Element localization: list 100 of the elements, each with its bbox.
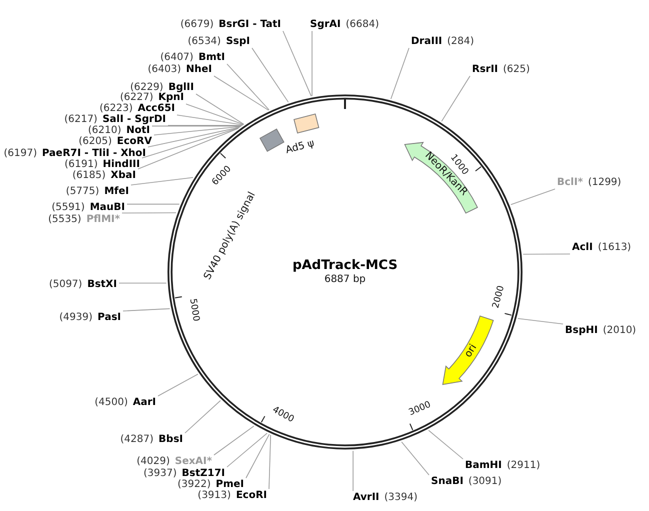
site-position: (6197) [4,148,37,159]
leader-line [184,400,221,434]
enzyme-name: BmtI [198,52,225,63]
site-position: (3922) [177,479,211,490]
leader-line [186,104,244,125]
leader-line [138,128,238,170]
plasmid-size: 6887 bp [324,274,366,285]
enzyme-name: AclI [572,242,593,253]
site-position: (6205) [78,136,112,147]
enzyme-name: MfeI [104,186,129,197]
enzyme-name: SgrAI [310,19,341,30]
enzyme-name: BspHI [565,325,598,336]
leader-line [246,434,270,478]
leader-line [154,126,242,136]
leader-line [122,308,170,312]
site-position: (6210) [88,125,122,136]
enzyme-name: EcoRI [236,490,267,501]
site-position: (2010) [602,325,636,336]
leader-line [176,114,244,126]
enzyme-name: BamHI [465,460,502,471]
site-position: (4287) [120,434,154,445]
enzyme-name: PflMI* [86,214,120,225]
site-position: (6223) [100,103,133,114]
enzyme-name: PaeR7I - TliI - XhoI [42,148,146,159]
leader-line [282,30,312,97]
site-position: (5775) [66,186,100,197]
site-position: (1299) [588,177,622,188]
leader-line [522,254,570,255]
enzyme-name: BglII [168,82,194,93]
enzyme-name: SspI [226,36,250,47]
leader-line [226,64,270,110]
site-position: (6185) [72,170,106,181]
leader-line [196,94,244,125]
scale-label: 4000 [270,405,295,425]
leader-line [517,318,564,324]
leader-line [142,128,240,158]
leader-line [428,430,464,460]
enzyme-name: SnaBI [431,476,464,487]
leader-line [268,434,272,490]
site-position: (6679) [180,19,214,30]
leader-line [158,374,198,396]
site-position: (6217) [64,114,98,125]
enzyme-name: BstZ17I [182,468,225,479]
feature-label: Ad5 ψ [284,138,316,156]
enzyme-name: MauBI [90,202,125,213]
enzyme-name: BsrGI - TatI [218,19,281,30]
site-position: (6684) [346,19,380,30]
leader-line [441,76,470,122]
leader-line [510,188,556,206]
enzyme-name: AarI [132,397,156,408]
site-position: (4500) [94,397,128,408]
site-position: (3394) [384,492,418,503]
leader-line [118,282,167,284]
enzyme-name: SexAI* [174,456,212,467]
site-position: (5535) [48,214,82,225]
enzyme-name: EcoRV [116,136,152,147]
enzyme-name: DraIII [411,36,442,47]
leader-line [168,125,243,126]
site-position: (3937) [143,468,177,479]
enzyme-name: NotI [126,125,150,136]
site-position: (4939) [59,312,93,323]
leader-line [252,48,289,103]
leader-line [148,126,240,148]
leader-line [130,177,194,186]
enzyme-name: HindIII [102,159,140,170]
site-position: (4029) [136,456,170,467]
site-position: (6191) [64,159,98,170]
site-position: (6227) [120,92,154,103]
leader-line [122,212,176,214]
enzyme-name: BstXI [87,279,117,290]
leader-line [401,441,430,476]
site-position: (6534) [188,36,221,47]
leader-line [214,426,254,456]
scale-label: 5000 [187,298,200,322]
enzyme-name: NheI [186,64,212,75]
enzyme-name: AvrII [353,492,380,503]
enzyme-name: Acc65I [138,103,175,114]
site-position: (3091) [468,476,502,487]
leader-line [214,76,269,111]
enzyme-name: KpnI [158,92,184,103]
site-position: (6407) [160,52,194,63]
feature-label: ori [463,342,480,360]
enzyme-name: BbsI [158,434,183,445]
leader-line [352,450,354,492]
site-position: (5591) [52,202,85,213]
enzyme-name: PasI [98,312,121,323]
site-position: (1613) [598,242,632,253]
site-position: (3913) [198,490,231,501]
plasmid-name: pAdTrack-MCS [292,258,398,273]
site-position: (5097) [48,279,82,290]
enzyme-name: RsrII [472,64,498,75]
site-position: (6229) [130,82,164,93]
scale-label: 2000 [491,284,507,309]
site-position: (2911) [506,460,540,471]
leader-line [126,204,180,205]
leader-line [390,48,410,100]
enzyme-name: BclI* [557,177,583,188]
enzyme-name: SalI - SgrDI [102,114,166,125]
site-position: (625) [503,64,530,75]
enzyme-name: XbaI [110,170,136,181]
